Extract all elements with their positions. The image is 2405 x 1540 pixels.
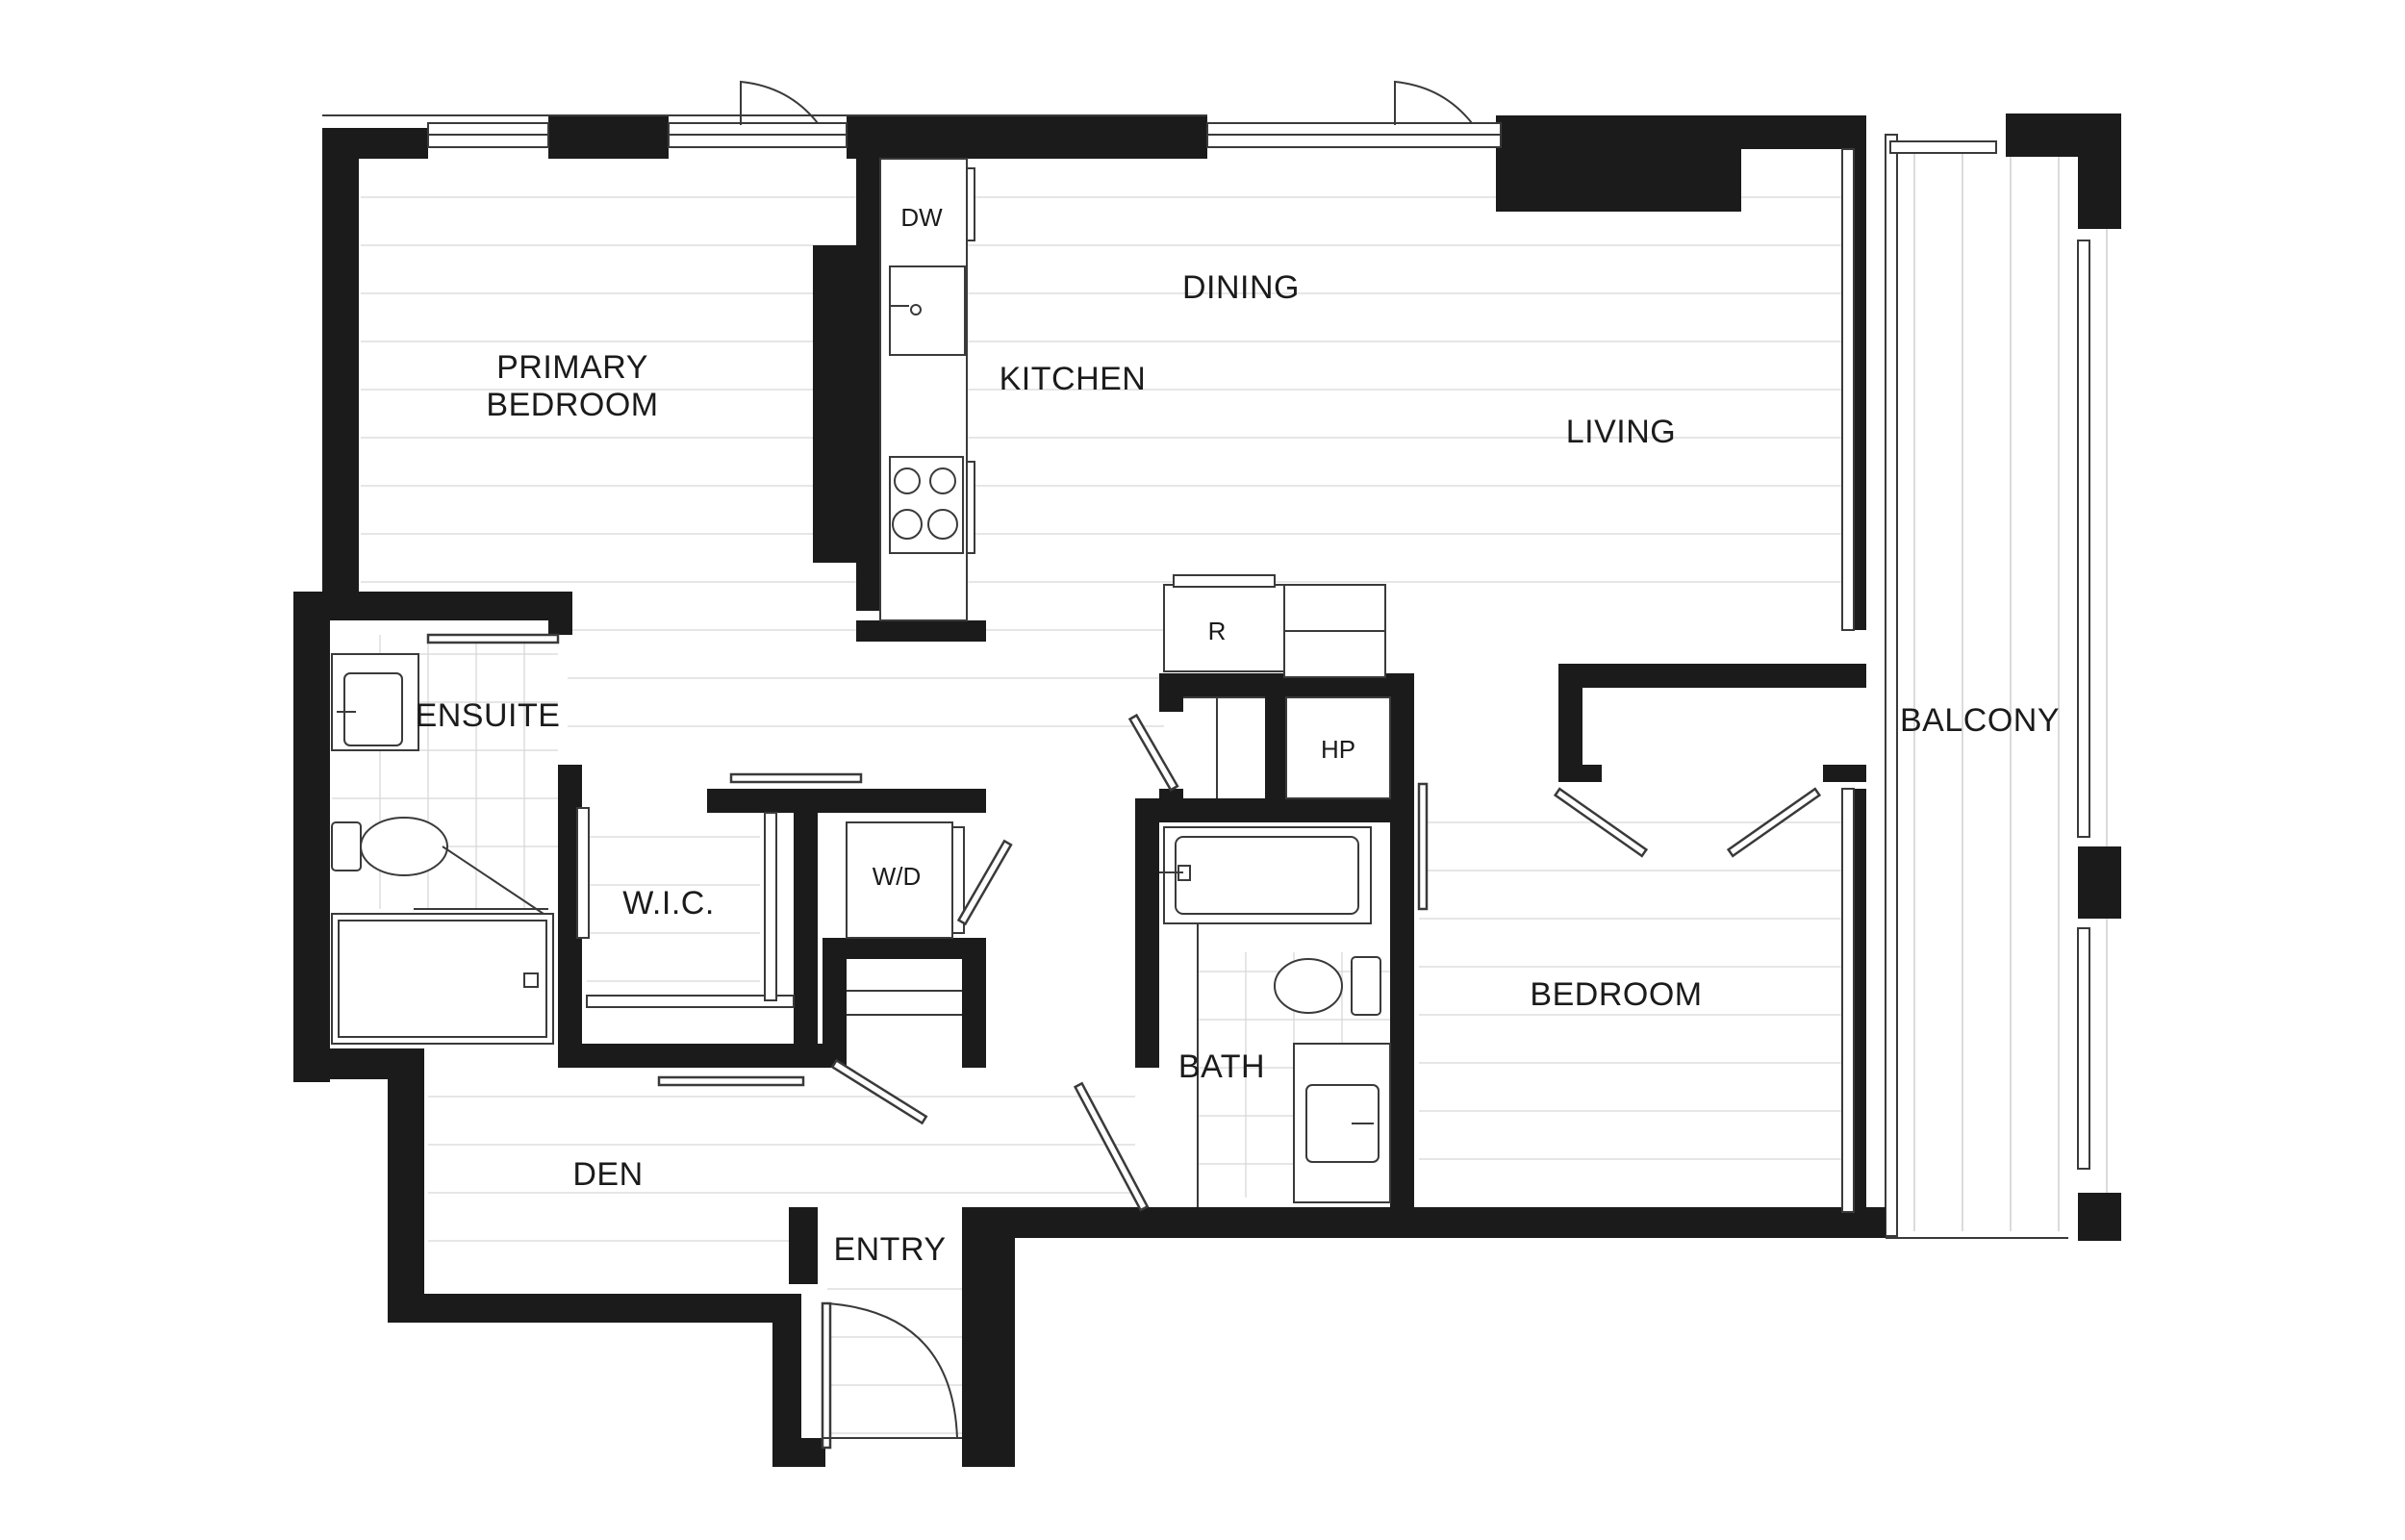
bath-fixtures (1159, 826, 1391, 1207)
heat-pump-label: HP (1321, 735, 1355, 764)
living-label: LIVING (1566, 414, 1676, 450)
refrigerator-label: R (1208, 617, 1227, 645)
doors (657, 713, 1822, 1450)
heat-pump-closet: HP (1183, 696, 1391, 799)
bedroom-closet-door-left (1553, 787, 1649, 858)
bedroom-label: BEDROOM (1530, 976, 1702, 1013)
washer-dryer-label: W/D (873, 862, 922, 891)
entry-door (821, 1301, 832, 1450)
pantry-shelf-upper (1283, 584, 1386, 632)
bedroom-closet-door-right (1726, 787, 1822, 858)
den-sliding-door (657, 1075, 805, 1087)
entry-door-swing (826, 1302, 958, 1439)
laundry-door (830, 1058, 928, 1125)
wic-door (729, 772, 863, 784)
kitchen-utility-door (1127, 713, 1179, 792)
laundry-closet: W/D (846, 821, 1013, 1016)
bath-door (1073, 1081, 1150, 1212)
dishwasher-door (966, 167, 975, 241)
balcony-glass-rail-lower (2077, 927, 2090, 1170)
balcony-deck (1885, 134, 2108, 1239)
balcony-top-rail (1889, 140, 1997, 154)
dining-label: DINING (1182, 269, 1300, 306)
balcony-label: BALCONY (1900, 702, 2060, 739)
kitchen-counter: DW (879, 158, 975, 621)
floor-planks-den (428, 1096, 1135, 1434)
windows (322, 80, 1855, 1213)
bath-label: BATH (1178, 1048, 1265, 1085)
ensuite-toilet-icon (360, 817, 448, 876)
balcony-glass-rail-upper (2077, 240, 2090, 838)
pantry-shelf-lower (1283, 630, 1386, 678)
floor-planks-main (361, 196, 1857, 727)
window-living-right (1841, 148, 1855, 631)
ensuite-sink-icon (343, 672, 403, 746)
refrigerator-icon (1163, 584, 1285, 672)
window-bedroom-right (1841, 788, 1855, 1213)
kitchen-label: KITCHEN (1000, 361, 1147, 397)
ensuite-fixtures (331, 633, 560, 1045)
primary-bedroom-label-line1: PRIMARY (496, 349, 648, 386)
heat-pump-icon (1285, 696, 1391, 799)
fridge-area: R (1163, 574, 1386, 678)
primary-bedroom-label-line2: BEDROOM (486, 387, 658, 423)
floor-planks-wic (587, 836, 760, 982)
entry-label: ENTRY (833, 1231, 946, 1268)
ensuite-label: ENSUITE (416, 697, 561, 734)
dishwasher-label: DW (900, 203, 943, 232)
bedroom-door (1417, 782, 1429, 911)
washer-dryer-icon (846, 821, 953, 939)
room-labels: PRIMARY BEDROOM KITCHEN DINING LIVING EN… (416, 269, 2060, 1268)
walls (293, 114, 2121, 1467)
balcony-glass-rail-inner (1885, 134, 1898, 1237)
den-label: DEN (572, 1156, 643, 1193)
bath-sink-icon (1305, 1084, 1380, 1163)
wic-shelving (576, 772, 863, 1008)
bath-toilet-icon (1274, 958, 1343, 1014)
kitchen-sink-icon (889, 265, 966, 356)
wic-label: W.I.C. (622, 885, 715, 921)
